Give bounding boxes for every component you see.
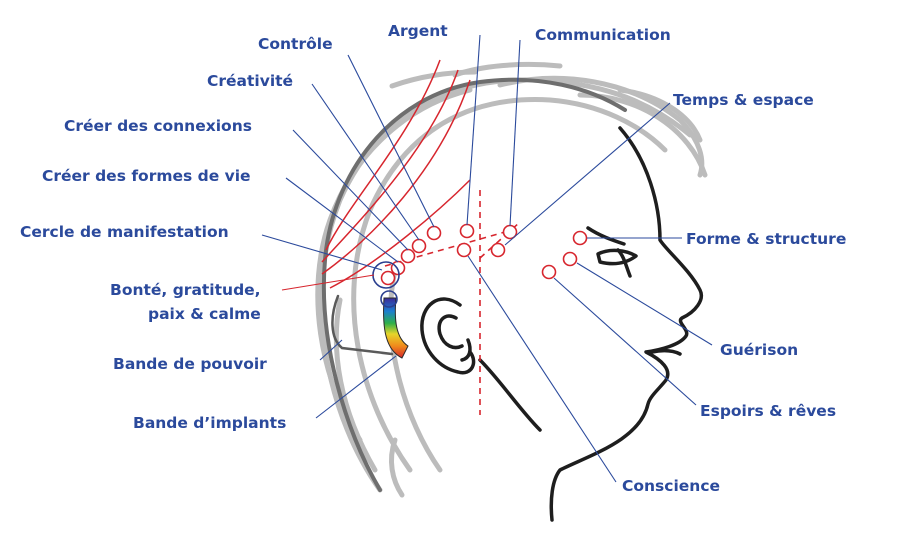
label-cercle-manifestation: Cercle de manifestation	[20, 223, 229, 241]
label-creer-connexions: Créer des connexions	[64, 117, 252, 135]
point-argent	[459, 223, 475, 239]
red-energy-lines	[321, 59, 471, 289]
label-controle: Contrôle	[258, 35, 333, 53]
point-espoirs-reves	[541, 264, 557, 280]
label-creativite: Créativité	[207, 72, 293, 90]
power-band	[331, 294, 394, 356]
point-conscience	[456, 242, 472, 258]
label-bande-pouvoir: Bande de pouvoir	[113, 355, 267, 373]
leader-lines	[261, 34, 713, 483]
label-forme-structure: Forme & structure	[686, 230, 846, 248]
point-creer-connexions	[400, 248, 416, 264]
implant-band	[383, 297, 409, 359]
point-cercle-manifestation	[380, 270, 396, 286]
label-communication: Communication	[535, 26, 671, 44]
point-forme-structure	[572, 230, 588, 246]
label-temps-espace: Temps & espace	[673, 91, 814, 109]
label-espoirs-reves: Espoirs & rêves	[700, 402, 836, 420]
point-controle	[426, 225, 442, 241]
label-argent: Argent	[388, 22, 448, 40]
face-profile	[478, 126, 703, 522]
point-guerison	[562, 251, 578, 267]
skull-outline	[321, 77, 627, 492]
point-creativite	[411, 238, 427, 254]
label-conscience: Conscience	[622, 477, 720, 495]
label-bande-implants: Bande d’implants	[133, 414, 286, 432]
label-guerison: Guérison	[720, 341, 798, 359]
label-creer-formes: Créer des formes de vie	[42, 167, 251, 185]
point-temps-espace	[490, 242, 506, 258]
hair-strokes	[315, 61, 708, 498]
point-bonte-lower	[380, 290, 398, 308]
energy-points	[372, 223, 588, 308]
label-bonte-line2: paix & calme	[148, 305, 261, 323]
label-bonte-line1: Bonté, gratitude,	[110, 281, 261, 299]
ear	[420, 297, 476, 375]
labels: Argent Communication Contrôle Créativité…	[20, 22, 846, 495]
